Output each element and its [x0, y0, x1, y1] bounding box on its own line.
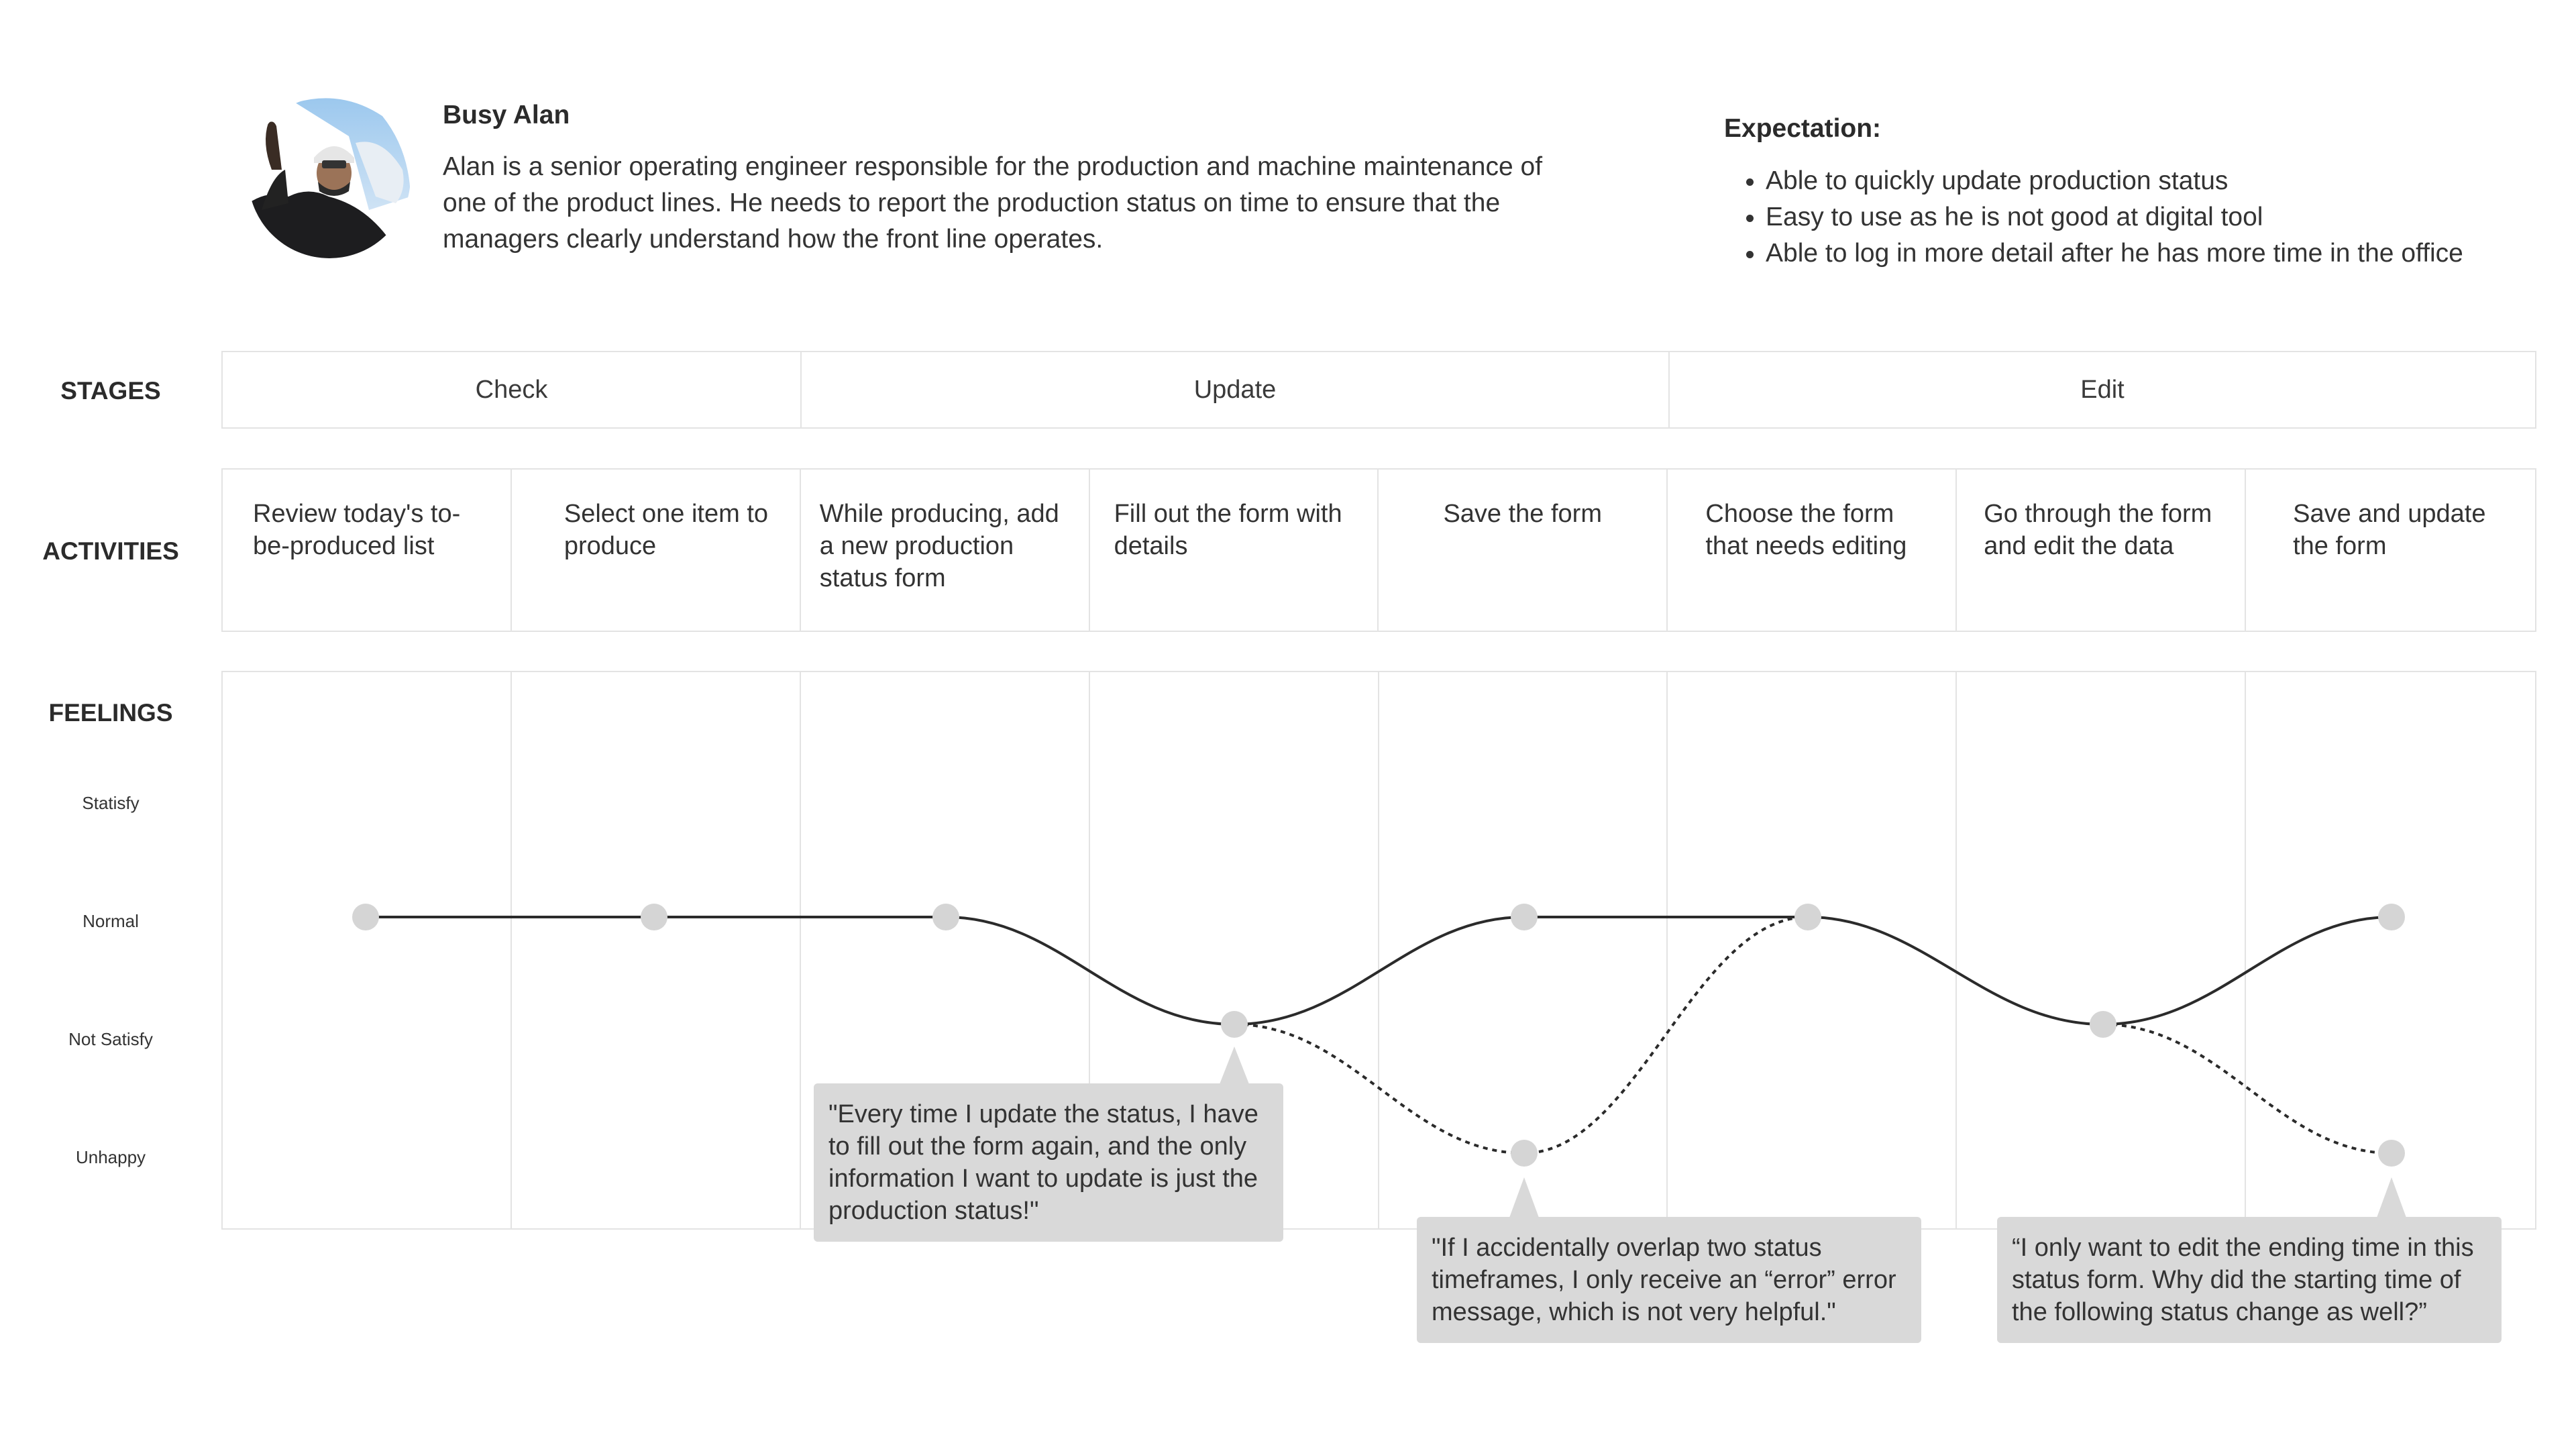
- alternate-journey-line: [1234, 916, 1809, 1155]
- activities-label: ACTIVITIES: [42, 537, 179, 565]
- journey-point: [1794, 904, 1821, 930]
- feelings-grid: [221, 671, 2536, 1230]
- expectation-item: Easy to use as he is not good at digital…: [1766, 199, 2463, 235]
- level-label-normal: Normal: [83, 911, 139, 931]
- activity-cell: Fill out the form with details: [1090, 470, 1379, 631]
- activity-cell: While producing, add a new production st…: [801, 470, 1090, 631]
- feelings-column: [1379, 672, 1668, 1228]
- feelings-column: [801, 672, 1090, 1228]
- journey-point: [641, 904, 667, 930]
- journey-point: [2090, 1011, 2116, 1038]
- bubble-pointer: [2377, 1177, 2406, 1218]
- bubble-pointer: [1509, 1177, 1539, 1218]
- journey-point: [1511, 1140, 1538, 1167]
- journey-point: [1221, 1011, 1248, 1038]
- expectation-item: Able to quickly update production status: [1766, 163, 2463, 199]
- stages-row: Check Update Edit: [221, 351, 2536, 429]
- expectation-item: Able to log in more detail after he has …: [1766, 235, 2463, 272]
- journey-point: [352, 904, 379, 930]
- feelings-column: [1090, 672, 1379, 1228]
- level-label-statisfy: Statisfy: [82, 793, 140, 813]
- quote-bubble: "If I accidentally overlap two status ti…: [1417, 1217, 1921, 1343]
- journey-point: [2378, 904, 2405, 930]
- stage-check: Check: [223, 352, 802, 427]
- activity-cell: Save the form: [1379, 470, 1668, 631]
- expectation-list: Able to quickly update production status…: [1724, 163, 2463, 272]
- feelings-column: [1957, 672, 2247, 1228]
- level-label-not-satisfy: Not Satisfy: [68, 1029, 153, 1049]
- feelings-column: [1668, 672, 1957, 1228]
- persona-avatar: [248, 96, 411, 258]
- expectation-title: Expectation:: [1724, 114, 1882, 143]
- bubble-pointer: [1220, 1046, 1249, 1084]
- feelings-column: [512, 672, 801, 1228]
- stage-edit: Edit: [2080, 375, 2125, 404]
- activity-cell: Save and update the form: [2293, 500, 2486, 560]
- persona-photo-icon: [248, 96, 411, 258]
- activity-cell: Choose the form that needs editing: [1668, 470, 1957, 631]
- feelings-column: [223, 672, 512, 1228]
- quote-bubble: “I only want to edit the ending time in …: [1997, 1217, 2502, 1343]
- persona-name: Busy Alan: [443, 101, 570, 129]
- stage-update: Update: [802, 352, 1670, 427]
- feelings-label: FEELINGS: [48, 699, 173, 727]
- persona-description: Alan is a senior operating engineer resp…: [443, 152, 1543, 254]
- quote-bubble: "Every time I update the status, I have …: [814, 1083, 1283, 1242]
- activity-cell: Select one item to produce: [512, 470, 801, 631]
- activities-row: Review today's to-be-produced list Selec…: [221, 468, 2536, 632]
- journey-point: [932, 904, 959, 930]
- journey-point: [2378, 1140, 2405, 1167]
- stages-label: STAGES: [60, 377, 161, 405]
- alternate-journey-line: [2102, 1023, 2392, 1155]
- activity-cell: Review today's to-be-produced list: [223, 470, 512, 631]
- level-label-unhappy: Unhappy: [75, 1147, 146, 1167]
- activity-cell: Go through the form and edit the data: [1957, 470, 2247, 631]
- main-journey-line: [366, 916, 2392, 1026]
- journey-point: [1511, 904, 1538, 930]
